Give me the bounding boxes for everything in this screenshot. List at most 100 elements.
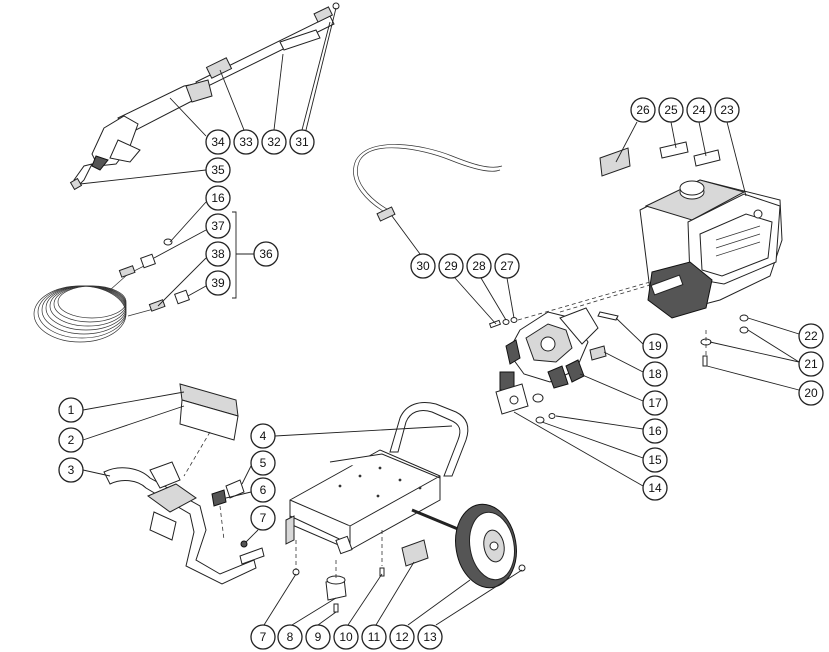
callout-label: 18 <box>648 367 662 381</box>
callout-c35: 35 <box>205 157 231 183</box>
callout-circle <box>438 253 464 279</box>
callout-circle <box>250 423 276 449</box>
callout-c7b: 7 <box>250 624 276 650</box>
callout-c39: 39 <box>205 270 231 296</box>
callout-c21: 21 <box>798 351 824 377</box>
frame-cart <box>285 402 471 555</box>
callout-circle <box>277 624 303 650</box>
callout-c10: 10 <box>333 624 359 650</box>
callout-c15: 15 <box>642 447 668 473</box>
callout-circle <box>205 270 231 296</box>
callout-label: 34 <box>211 135 225 149</box>
callout-label: 27 <box>500 259 514 273</box>
callout-label: 39 <box>211 276 225 290</box>
callout-c24: 24 <box>686 97 712 123</box>
callout-circle <box>798 380 824 406</box>
callout-circle <box>58 427 84 453</box>
callout-label: 12 <box>395 630 409 644</box>
callout-c17: 17 <box>642 390 668 416</box>
wheel <box>455 503 526 589</box>
callout-label: 37 <box>211 219 225 233</box>
callout-label: 1 <box>68 403 75 417</box>
callout-c16b: 16 <box>642 418 668 444</box>
callout-label: 24 <box>692 103 706 117</box>
callout-circle <box>642 361 668 387</box>
callout-label: 19 <box>648 339 662 353</box>
callout-circle <box>261 129 287 155</box>
callout-circle <box>410 253 436 279</box>
callout-c23: 23 <box>714 97 740 123</box>
callout-label: 16 <box>648 424 662 438</box>
callout-c11: 11 <box>361 624 387 650</box>
callout-circle <box>58 397 84 423</box>
callout-c5: 5 <box>250 450 276 476</box>
callout-circle <box>305 624 331 650</box>
callout-circle <box>205 241 231 267</box>
callout-label: 8 <box>287 630 294 644</box>
callout-label: 23 <box>720 103 734 117</box>
callout-circle <box>642 447 668 473</box>
callout-c16a: 16 <box>205 185 231 211</box>
callout-label: 26 <box>636 103 650 117</box>
callout-label: 20 <box>804 386 818 400</box>
callout-circle <box>798 323 824 349</box>
callout-label: 7 <box>260 511 267 525</box>
callout-c1: 1 <box>58 397 84 423</box>
callout-circle <box>642 418 668 444</box>
callout-c20: 20 <box>798 380 824 406</box>
callout-c28: 28 <box>466 253 492 279</box>
callout-c38: 38 <box>205 241 231 267</box>
callout-c2: 2 <box>58 427 84 453</box>
callout-circle <box>642 390 668 416</box>
callout-circle <box>205 129 231 155</box>
callout-circle <box>205 213 231 239</box>
callout-c3: 3 <box>58 457 84 483</box>
callout-c18: 18 <box>642 361 668 387</box>
callout-label: 21 <box>804 357 818 371</box>
callout-circle <box>250 477 276 503</box>
engine <box>639 179 783 319</box>
callout-c6: 6 <box>250 477 276 503</box>
callout-c33: 33 <box>233 129 259 155</box>
callout-circle <box>389 624 415 650</box>
callout-c22: 22 <box>798 323 824 349</box>
callout-c36: 36 <box>253 241 279 267</box>
callout-circle <box>289 129 315 155</box>
callout-c30: 30 <box>410 253 436 279</box>
callout-c26: 26 <box>630 97 656 123</box>
callout-circle <box>642 475 668 501</box>
callout-label: 28 <box>472 259 486 273</box>
callout-label: 25 <box>664 103 678 117</box>
callout-c27: 27 <box>494 253 520 279</box>
callout-c13: 13 <box>417 624 443 650</box>
callout-c32: 32 <box>261 129 287 155</box>
spray-gun-assembly <box>69 2 340 191</box>
callout-label: 15 <box>648 453 662 467</box>
callout-label: 5 <box>260 456 267 470</box>
callout-circle <box>58 457 84 483</box>
callout-c31: 31 <box>289 129 315 155</box>
callout-label: 6 <box>260 483 267 497</box>
callout-c29: 29 <box>438 253 464 279</box>
callout-circle <box>494 253 520 279</box>
callout-label: 7 <box>260 630 267 644</box>
callout-c25: 25 <box>658 97 684 123</box>
callout-label: 2 <box>68 433 75 447</box>
callout-c12: 12 <box>389 624 415 650</box>
callout-c19: 19 <box>642 333 668 359</box>
callout-label: 4 <box>260 429 267 443</box>
high-pressure-hose <box>33 238 190 343</box>
callout-circle <box>250 450 276 476</box>
callout-label: 30 <box>416 259 430 273</box>
callout-label: 29 <box>444 259 458 273</box>
callout-circle <box>658 97 684 123</box>
callout-circle <box>250 505 276 531</box>
callout-label: 16 <box>211 191 225 205</box>
callout-circle <box>642 333 668 359</box>
callout-c4: 4 <box>250 423 276 449</box>
callout-c8: 8 <box>277 624 303 650</box>
callout-circle <box>253 241 279 267</box>
callout-label: 33 <box>239 135 253 149</box>
